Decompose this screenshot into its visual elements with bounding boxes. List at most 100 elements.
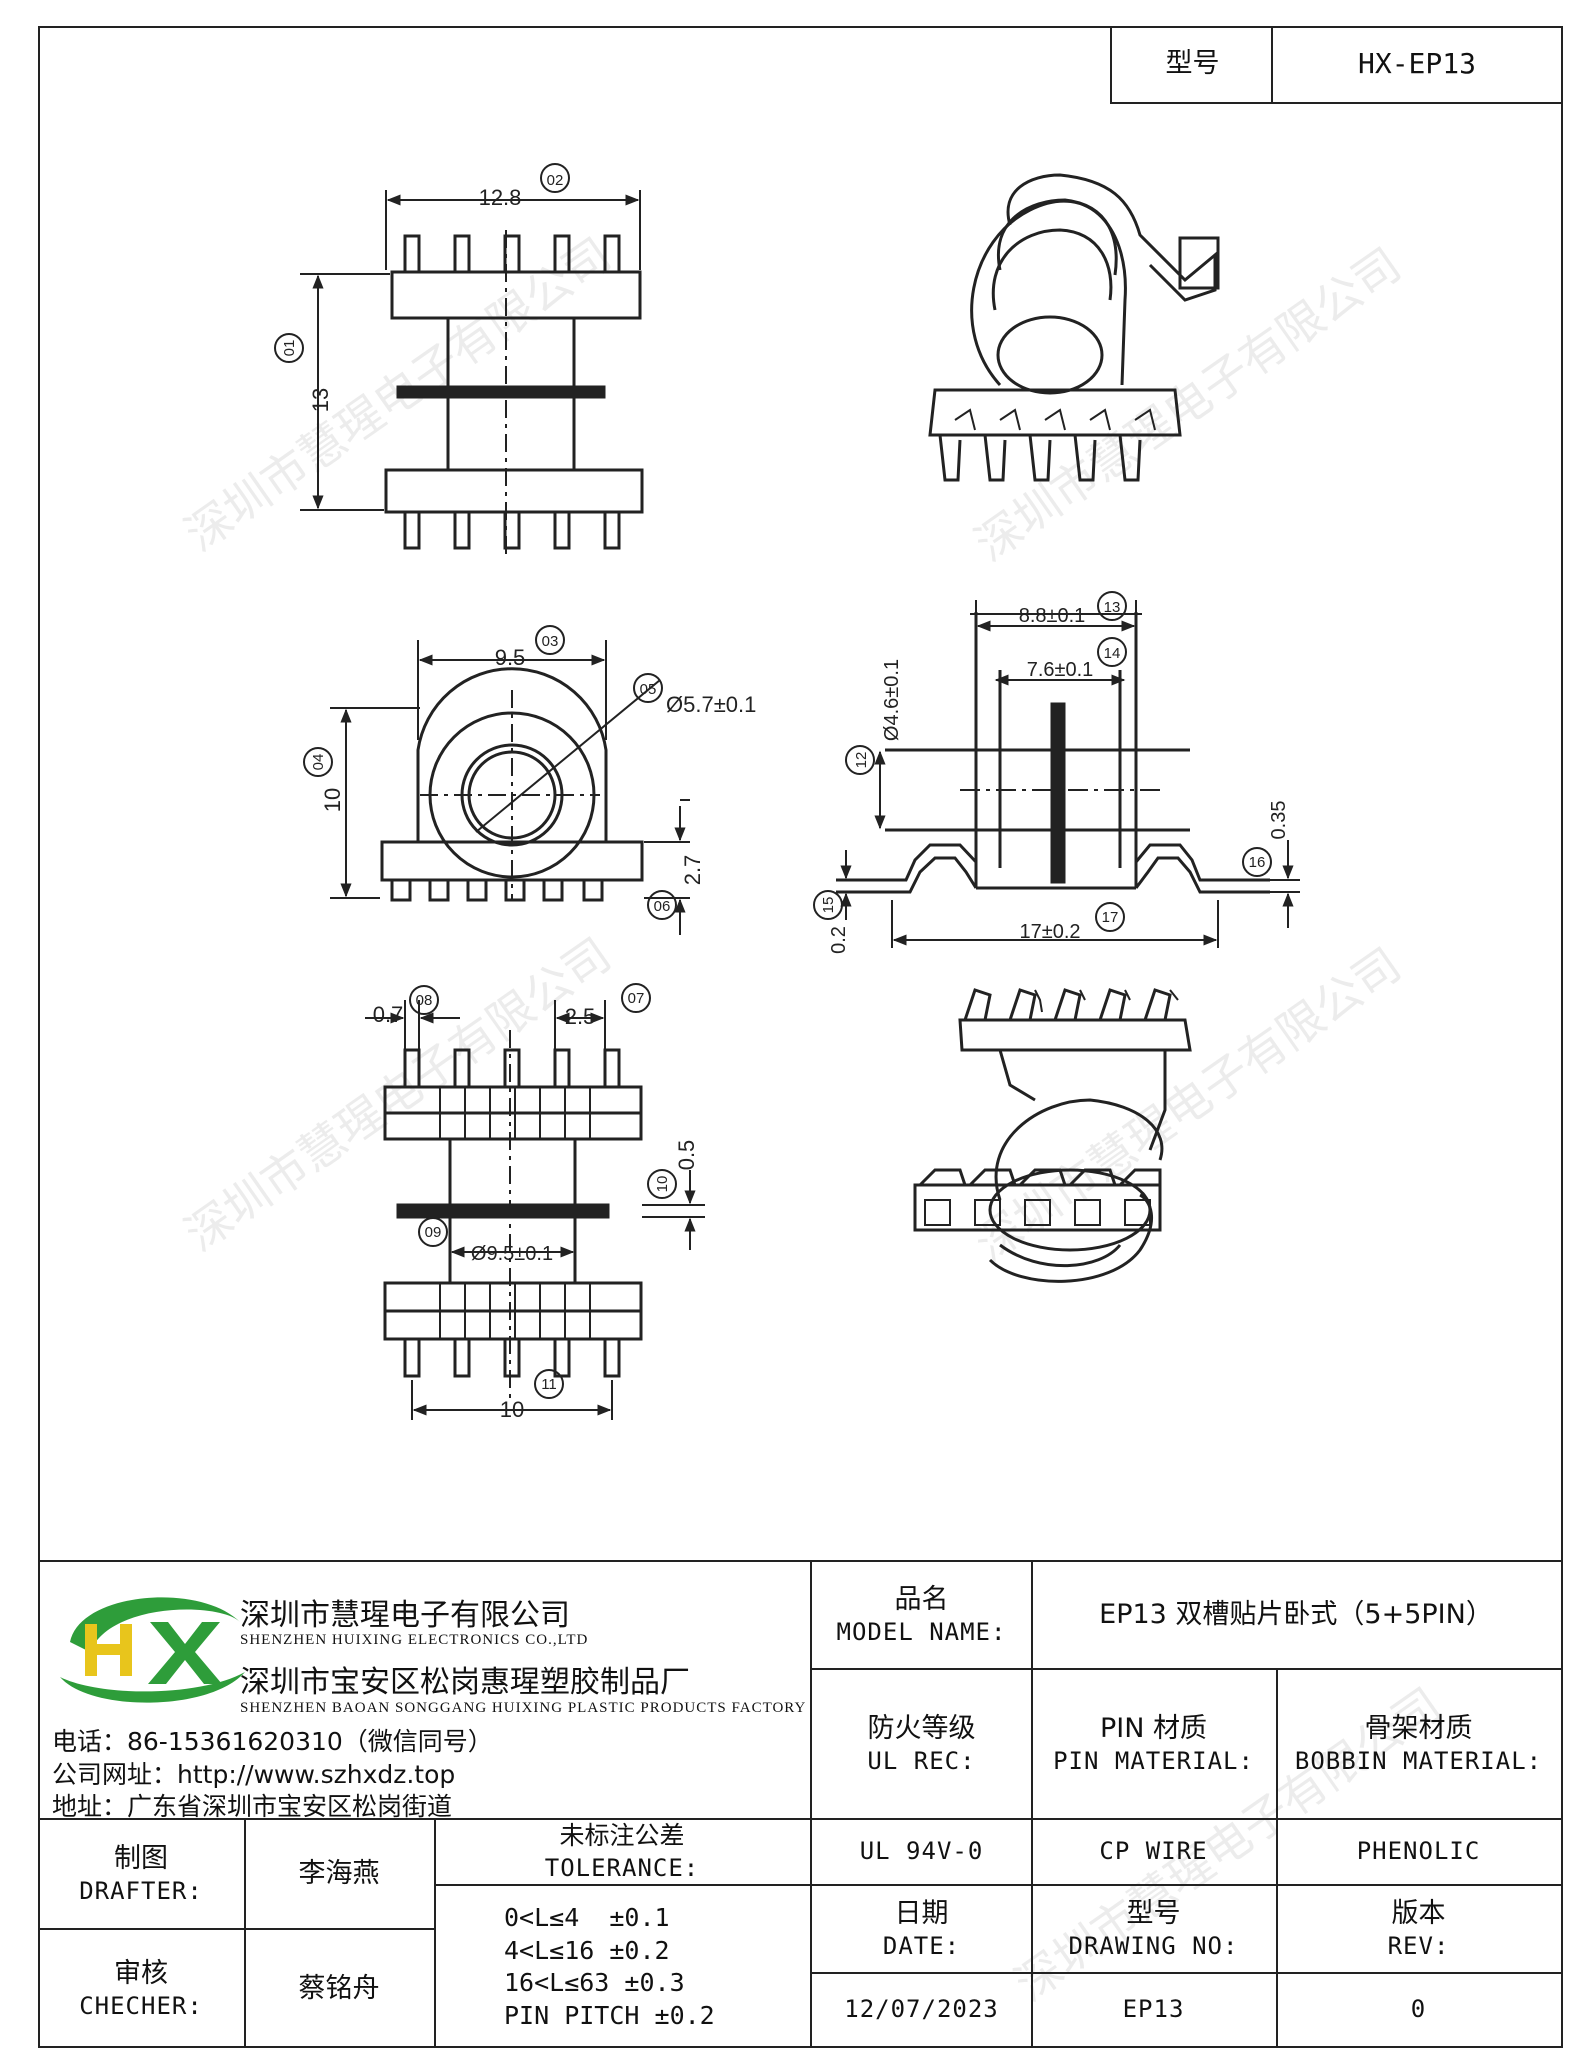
dim-flange-id: 06 [654, 898, 671, 915]
rev-label-cell: 版本 REV: [1276, 1884, 1563, 1974]
company-info: 深圳市慧瑆电子有限公司 SHENZHEN HUIXING ELECTRONICS… [40, 1562, 810, 1821]
drafter-label-cell: 制图 DRAFTER: [38, 1818, 246, 1930]
dim-side-width-id: 03 [542, 633, 559, 650]
pin-material-label-cell: PIN 材质 PIN MATERIAL: [1031, 1668, 1278, 1820]
dim-total-len-id: 17 [1102, 909, 1119, 926]
bobbin-material-en: BOBBIN MATERIAL: [1294, 1746, 1543, 1775]
model-name-value: EP13 双槽贴片卧式（5+5PIN） [1099, 1599, 1493, 1631]
tolerance-en: TOLERANCE: [544, 1853, 700, 1882]
top-view [274, 163, 644, 560]
bobbin-material-value-cell: PHENOLIC [1276, 1818, 1563, 1886]
technical-drawing: 12.8 02 13 01 9.5 03 10 04 Ø5.7±0.1 05 2… [274, 163, 1300, 1422]
ul-label-cell: 防火等级 UL REC: [810, 1668, 1033, 1820]
tolerance-line: 0<L≤4 ±0.1 [504, 1903, 670, 1932]
model-name-label-cell: 品名 MODEL NAME: [810, 1560, 1033, 1670]
dim-core-id: 12 [853, 752, 870, 769]
dim-bore-id: 05 [640, 681, 657, 698]
rev-cn: 版本 [1391, 1897, 1446, 1929]
dim-total-len: 17±0.2 [1019, 921, 1080, 943]
dim-inner-d-id: 09 [425, 1224, 442, 1241]
dim-pin-w-id: 08 [416, 992, 433, 1009]
tolerance-values-cell: 0<L≤4 ±0.1 4<L≤16 ±0.2 16<L≤63 ±0.3 PIN … [434, 1884, 812, 2048]
date-value: 12/07/2023 [844, 1995, 999, 2024]
date-en: DATE: [882, 1931, 961, 1960]
checker-name-cell: 蔡铭舟 [244, 1928, 436, 2048]
drawing-no-en: DRAWING NO: [1068, 1931, 1239, 1960]
dim-slot-id: 10 [654, 1176, 671, 1193]
drafter-name: 李海燕 [298, 1858, 380, 1890]
tolerance-line: PIN PITCH ±0.2 [504, 2000, 715, 2030]
drafter-cn: 制图 [114, 1842, 168, 1874]
checker-en: CHECHER: [79, 1991, 203, 2020]
company-name-en: SHENZHEN HUIXING ELECTRONICS CO.,LTD [240, 1632, 589, 1648]
dim-top-width-id: 02 [547, 172, 564, 189]
dim-inner-d: Ø9.5±0.1 [471, 1243, 553, 1265]
ul-value: UL 94V-0 [859, 1837, 984, 1866]
date-cn: 日期 [894, 1897, 949, 1929]
pin-material-en: PIN MATERIAL: [1053, 1746, 1254, 1775]
drawing-no-value-cell: EP13 [1031, 1972, 1278, 2048]
pin-material-value: CP WIRE [1099, 1837, 1208, 1866]
dim-bottom-width-id: 11 [541, 1376, 557, 1393]
dim-bottom-width: 10 [500, 1397, 524, 1422]
dim-core: Ø4.6±0.1 [881, 659, 903, 741]
ul-value-cell: UL 94V-0 [810, 1818, 1033, 1886]
rev-value: 0 [1410, 1995, 1427, 2024]
ul-en: UL REC: [867, 1746, 976, 1775]
iso-view-bottom [913, 988, 1192, 1283]
drawing-no-label-cell: 型号 DRAWING NO: [1031, 1884, 1278, 1974]
dim-top-height-id: 01 [281, 340, 298, 357]
checker-cn: 审核 [114, 1957, 168, 1989]
tolerance-line: 4<L≤16 ±0.2 [504, 1935, 670, 1965]
dim-pin-w: 0.7 [373, 1002, 404, 1027]
tolerance-line: 16<L≤63 ±0.3 [504, 1968, 685, 1997]
factory-name-cn: 深圳市宝安区松岗惠瑆塑胶制品厂 [240, 1665, 690, 1700]
dim-pitch: 2.5 [565, 1004, 596, 1029]
rev-value-cell: 0 [1276, 1972, 1563, 2048]
bottom-view [365, 983, 705, 1420]
ul-cn: 防火等级 [867, 1712, 976, 1744]
model-name-cn: 品名 [894, 1583, 949, 1615]
checker-name: 蔡铭舟 [298, 1973, 380, 2005]
side-view [303, 625, 690, 935]
drafter-name-cell: 李海燕 [244, 1818, 436, 1930]
dim-inner-len: 7.6±0.1 [1027, 659, 1094, 681]
date-value-cell: 12/07/2023 [810, 1972, 1033, 2048]
tolerance-cn: 未标注公差 [559, 1821, 685, 1851]
model-name-en: MODEL NAME: [836, 1617, 1007, 1646]
dim-bore: Ø5.7±0.1 [666, 692, 756, 717]
checker-label-cell: 审核 CHECHER: [38, 1928, 246, 2048]
dim-side-height-id: 04 [310, 754, 327, 771]
company-website: 公司网址：http://www.szhxdz.top [52, 1760, 456, 1789]
date-label-cell: 日期 DATE: [810, 1884, 1033, 1974]
dim-pin-t: 0.35 [1268, 801, 1290, 840]
model-value: HX-EP13 [1357, 46, 1476, 80]
company-phone: 电话：86-15361620310（微信同号） [52, 1727, 493, 1756]
company-address: 地址：广东省深圳市宝安区松岗街道 [52, 1792, 453, 1821]
bobbin-material-cn: 骨架材质 [1364, 1712, 1473, 1744]
front-view [813, 591, 1300, 948]
dim-flange: 2.7 [680, 855, 705, 886]
title-block [38, 1560, 1563, 2050]
dim-pad: 0.2 [828, 926, 850, 954]
model-label-cell: 型号 [1110, 26, 1273, 104]
dim-inner-len-id: 14 [1104, 645, 1121, 662]
rev-en: REV: [1387, 1931, 1450, 1960]
dim-side-height: 10 [320, 788, 345, 812]
factory-name-en: SHENZHEN BAOAN SONGGANG HUIXING PLASTIC … [240, 1700, 807, 1716]
iso-view-top [928, 173, 1220, 482]
dim-pitch-id: 07 [628, 990, 645, 1007]
dim-top-width: 12.8 [479, 185, 522, 210]
dim-pin-t-id: 16 [1249, 854, 1266, 871]
pin-material-value-cell: CP WIRE [1031, 1818, 1278, 1886]
drawing-no-cn: 型号 [1126, 1897, 1181, 1929]
model-label: 型号 [1165, 48, 1220, 80]
drafter-en: DRAFTER: [79, 1876, 203, 1905]
dim-pad-id: 15 [820, 897, 837, 914]
dim-outer-len-id: 13 [1104, 599, 1121, 616]
model-name-value-cell: EP13 双槽贴片卧式（5+5PIN） [1031, 1560, 1563, 1670]
company-name-cn: 深圳市慧瑆电子有限公司 [240, 1598, 570, 1633]
dim-top-height: 13 [308, 388, 333, 412]
model-value-cell: HX-EP13 [1271, 26, 1563, 104]
dim-outer-len: 8.8±0.1 [1019, 605, 1086, 627]
